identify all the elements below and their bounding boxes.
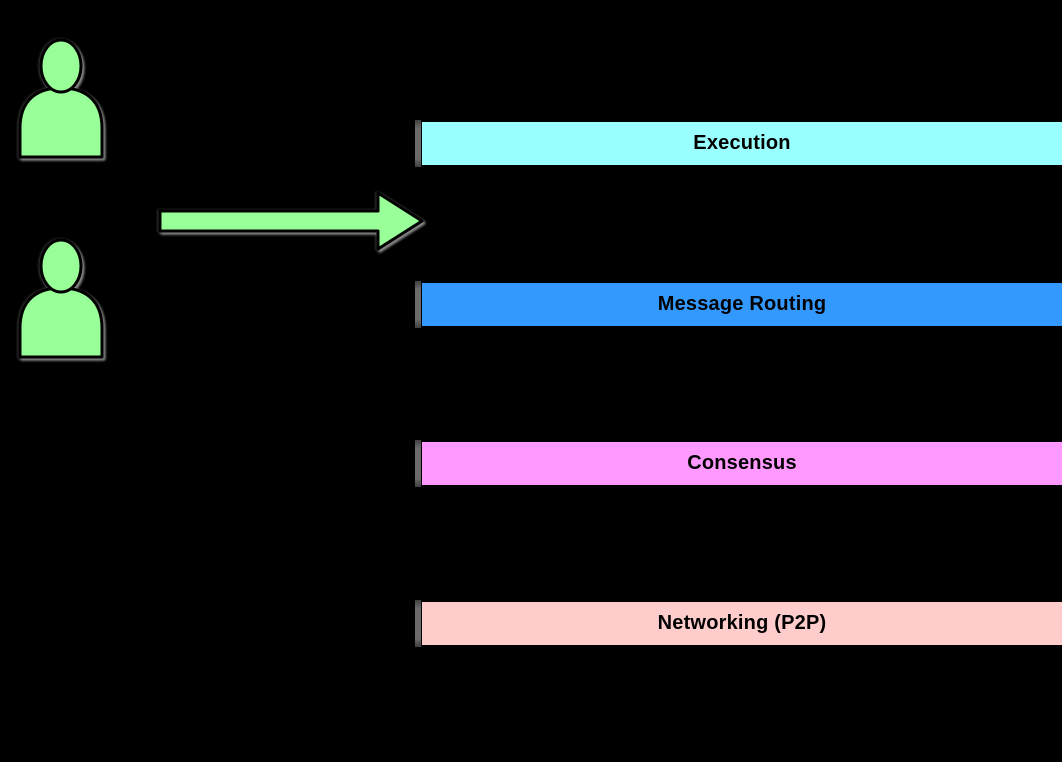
layer-bar-consensus: Consensus — [422, 442, 1062, 485]
layer-tick — [415, 120, 421, 167]
arrow-right-icon — [158, 191, 424, 251]
layer-bar-execution: Execution — [422, 122, 1062, 165]
layer-label: Execution — [693, 132, 791, 154]
layer-tick — [415, 600, 421, 647]
person-head — [39, 238, 83, 294]
person-body — [18, 86, 104, 159]
person-body — [18, 286, 104, 359]
arrow-right-shape — [158, 191, 424, 251]
person-head — [39, 38, 83, 94]
person-icon — [18, 38, 104, 159]
layer-label: Consensus — [687, 452, 797, 474]
layer-tick — [415, 440, 421, 487]
layer-label: Networking (P2P) — [657, 612, 827, 634]
person-icon — [18, 238, 104, 359]
layer-bar-networking-p2p: Networking (P2P) — [422, 602, 1062, 645]
layer-label: Message Routing — [657, 293, 827, 315]
layer-tick — [415, 281, 421, 328]
layer-bar-message-routing: Message Routing — [422, 283, 1062, 326]
